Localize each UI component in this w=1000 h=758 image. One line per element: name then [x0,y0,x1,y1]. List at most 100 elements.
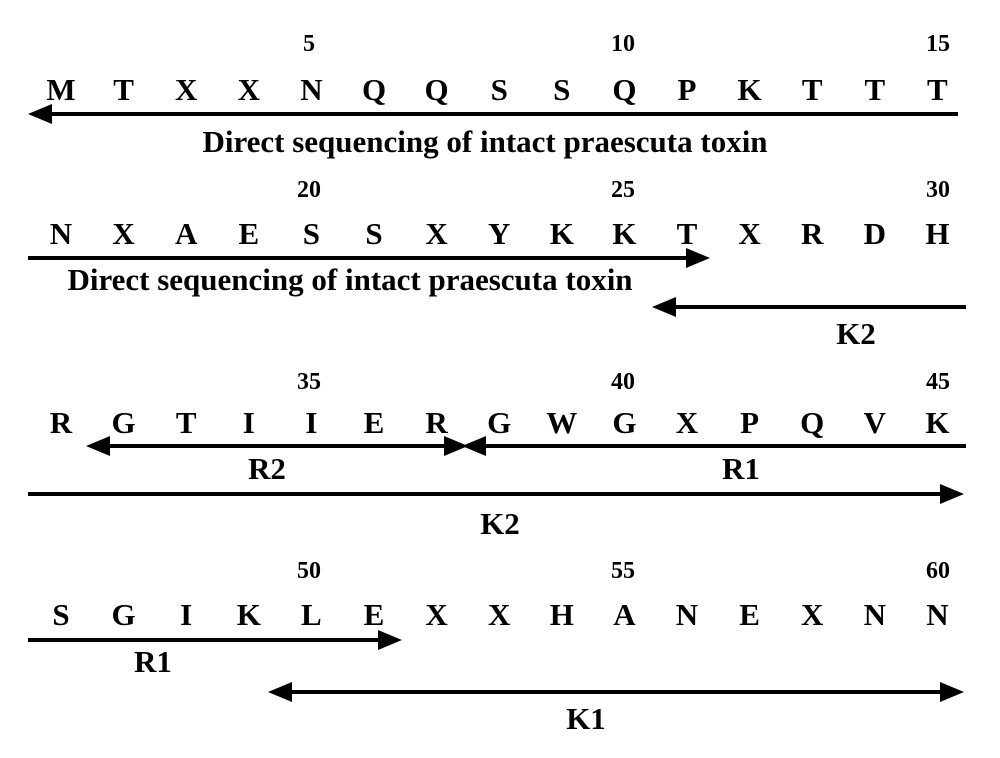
residue-letter: T [927,72,948,107]
residue-letter: I [243,405,255,440]
residue-letter: X [738,216,761,251]
residue-letter: D [864,216,886,251]
residue-letter: R [50,405,73,440]
residue-letter: T [864,72,885,107]
k1-arrow-row-4 [268,682,964,702]
arrowhead-right [444,436,468,456]
fragment-label-r2: R2 [248,451,286,486]
residue-letter: N [864,597,886,632]
residue-letter: Y [488,216,510,251]
residue-letter: S [553,72,570,107]
position-number-45: 45 [926,369,950,395]
residue-letter: G [487,405,511,440]
residue-letter: Q [612,72,636,107]
residue-letter: N [676,597,698,632]
residue-letter: S [491,72,508,107]
residue-letter: K [925,405,949,440]
residue-letter: I [305,405,317,440]
residue-letter: X [425,597,448,632]
residue-letter: K [550,216,574,251]
position-number-25: 25 [611,177,635,203]
residue-letter: N [300,72,322,107]
residue-letter: E [238,216,259,251]
position-numbers-row-4: 50 55 60 [297,558,950,584]
sequencing-arrow-row-1 [28,104,958,124]
arrowhead-left [652,297,676,317]
r1-arrow-row-4 [28,630,402,650]
r1-arrow-row-3 [462,436,966,456]
residue-letter: A [613,597,636,632]
arrowhead-right [940,484,964,504]
residue-letter: K [738,72,762,107]
k2-arrow-row-3 [28,484,964,504]
residue-letter: T [113,72,134,107]
residue-letter: P [678,72,697,107]
arrowhead-right [378,630,402,650]
position-number-40: 40 [611,369,635,395]
residue-letter: R [425,405,448,440]
residue-letter: X [425,216,448,251]
residue-letter: T [802,72,823,107]
residue-letter: G [112,597,136,632]
arrowhead-left [86,436,110,456]
position-number-20: 20 [297,177,321,203]
residue-letter: N [926,597,948,632]
sequencing-arrow-row-2 [28,248,710,268]
position-number-35: 35 [297,369,321,395]
position-number-5: 5 [303,31,315,57]
residue-letter: K [237,597,261,632]
r2-arrow-row-3 [86,436,468,456]
residue-letter: G [612,405,636,440]
residue-letter: A [175,216,198,251]
fragment-label-k2: K2 [836,316,876,351]
position-number-10: 10 [611,31,635,57]
residue-letter: V [864,405,887,440]
residue-letter: T [677,216,698,251]
residue-letter: R [801,216,824,251]
arrowhead-right [686,248,710,268]
residue-letter: S [303,216,320,251]
position-numbers-row-3: 35 40 45 [297,369,950,395]
direct-sequencing-label: Direct sequencing of intact praescuta to… [202,124,767,159]
residue-letter: T [176,405,197,440]
residue-letter: N [50,216,72,251]
residue-letter: X [801,597,824,632]
residue-letter: S [365,216,382,251]
residue-letter: Q [425,72,449,107]
residue-letter: S [52,597,69,632]
residue-letter: X [238,72,261,107]
direct-sequencing-label: Direct sequencing of intact praescuta to… [67,262,632,297]
residue-letter: E [739,597,760,632]
residue-letter: Q [800,405,824,440]
arrowhead-left [28,104,52,124]
fragment-label-k2: K2 [480,506,520,541]
arrowhead-right [940,682,964,702]
k2-arrow-row-2 [652,297,966,317]
position-number-15: 15 [926,31,950,57]
position-number-30: 30 [926,177,950,203]
position-number-60: 60 [926,558,950,584]
residue-letter: W [546,405,577,440]
residue-letter: I [180,597,192,632]
residue-letter: E [364,597,385,632]
residue-letter: L [301,597,322,632]
residue-letter: H [550,597,574,632]
residue-letter: X [175,72,198,107]
arrowhead-left [462,436,486,456]
position-numbers-row-1: 5 10 15 [303,31,950,57]
position-numbers-row-2: 20 25 30 [297,177,950,203]
residue-letter: E [364,405,385,440]
residue-letter: X [488,597,511,632]
residue-letter: P [740,405,759,440]
arrowhead-left [268,682,292,702]
position-number-50: 50 [297,558,321,584]
